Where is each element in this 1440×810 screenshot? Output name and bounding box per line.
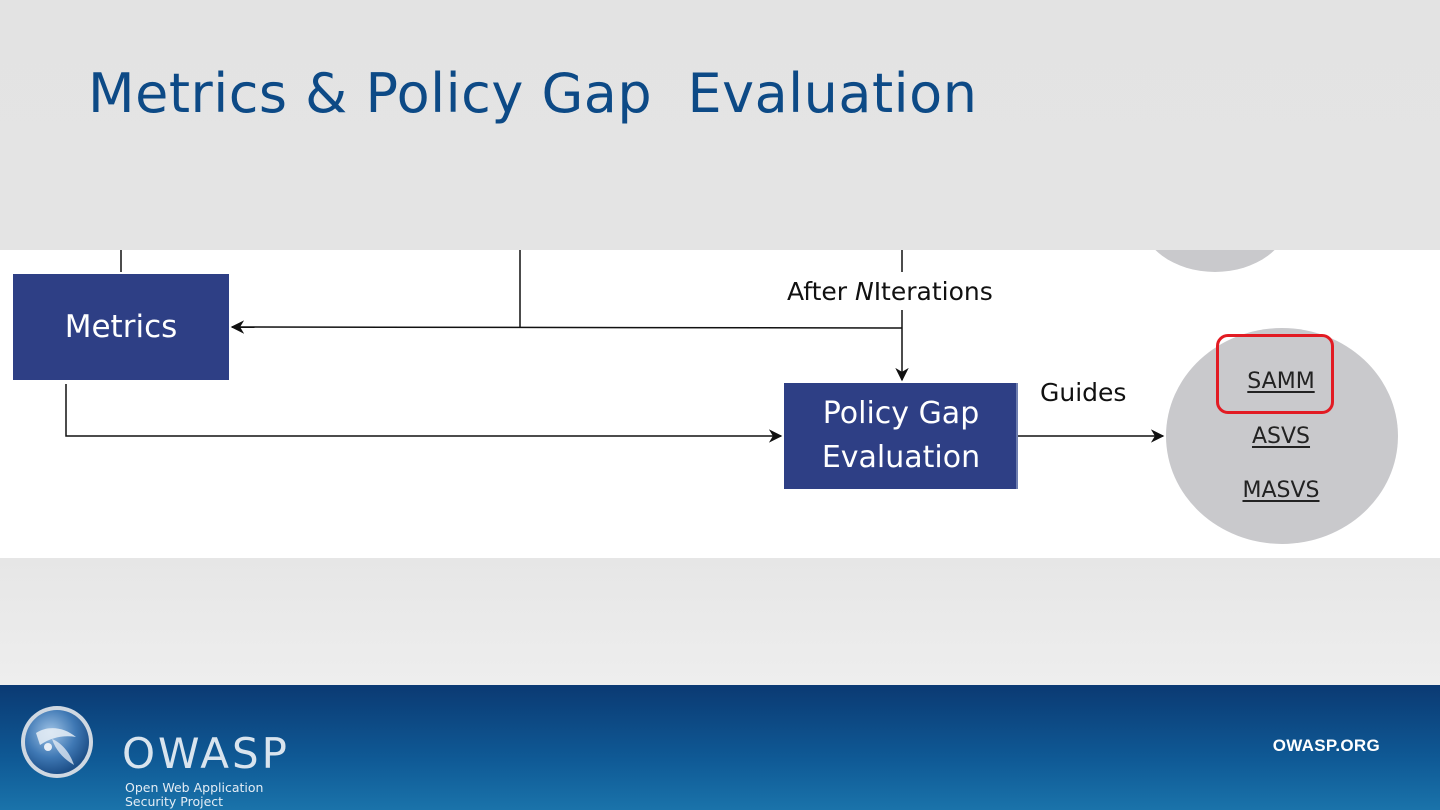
- policy-gap-evaluation-box: Policy Gap Evaluation: [784, 383, 1018, 489]
- arrow-metrics-to-policy: [65, 384, 783, 443]
- tagline-line2: Security Project: [125, 794, 224, 809]
- owasp-wordmark: OWASP: [122, 729, 291, 778]
- after-suffix: Iterations: [873, 277, 993, 306]
- samm-highlight-box: [1216, 334, 1334, 414]
- samm-link[interactable]: SAMM: [1247, 369, 1315, 394]
- owasp-org-link[interactable]: OWASP.ORG: [1272, 736, 1380, 755]
- flow-diagram: Metrics Policy Gap Evaluation After NIte…: [0, 250, 1440, 558]
- metrics-box: Metrics: [13, 274, 229, 380]
- asvs-link[interactable]: ASVS: [1251, 424, 1311, 449]
- wasp-globe-icon: [21, 706, 93, 778]
- after-prefix: After: [787, 277, 855, 306]
- policy-box-line2: Evaluation: [821, 440, 981, 475]
- tagline-line1: Open Web Application: [125, 780, 264, 795]
- connector-lines: [65, 250, 1165, 443]
- slide-title: Metrics & Policy Gap Evaluation: [88, 62, 978, 125]
- masvs-link[interactable]: MASVS: [1242, 478, 1320, 503]
- arrow-to-metrics: [230, 320, 903, 334]
- guides-label: Guides: [1040, 378, 1127, 407]
- policy-box-line1: Policy Gap: [822, 396, 980, 431]
- title-area: [0, 0, 1440, 250]
- guides-circle: [1166, 328, 1398, 544]
- after-n: N: [854, 277, 874, 306]
- metrics-box-label: Metrics: [64, 309, 178, 345]
- lower-area: [0, 558, 1440, 685]
- after-n-iterations-label: After NIterations: [787, 277, 993, 306]
